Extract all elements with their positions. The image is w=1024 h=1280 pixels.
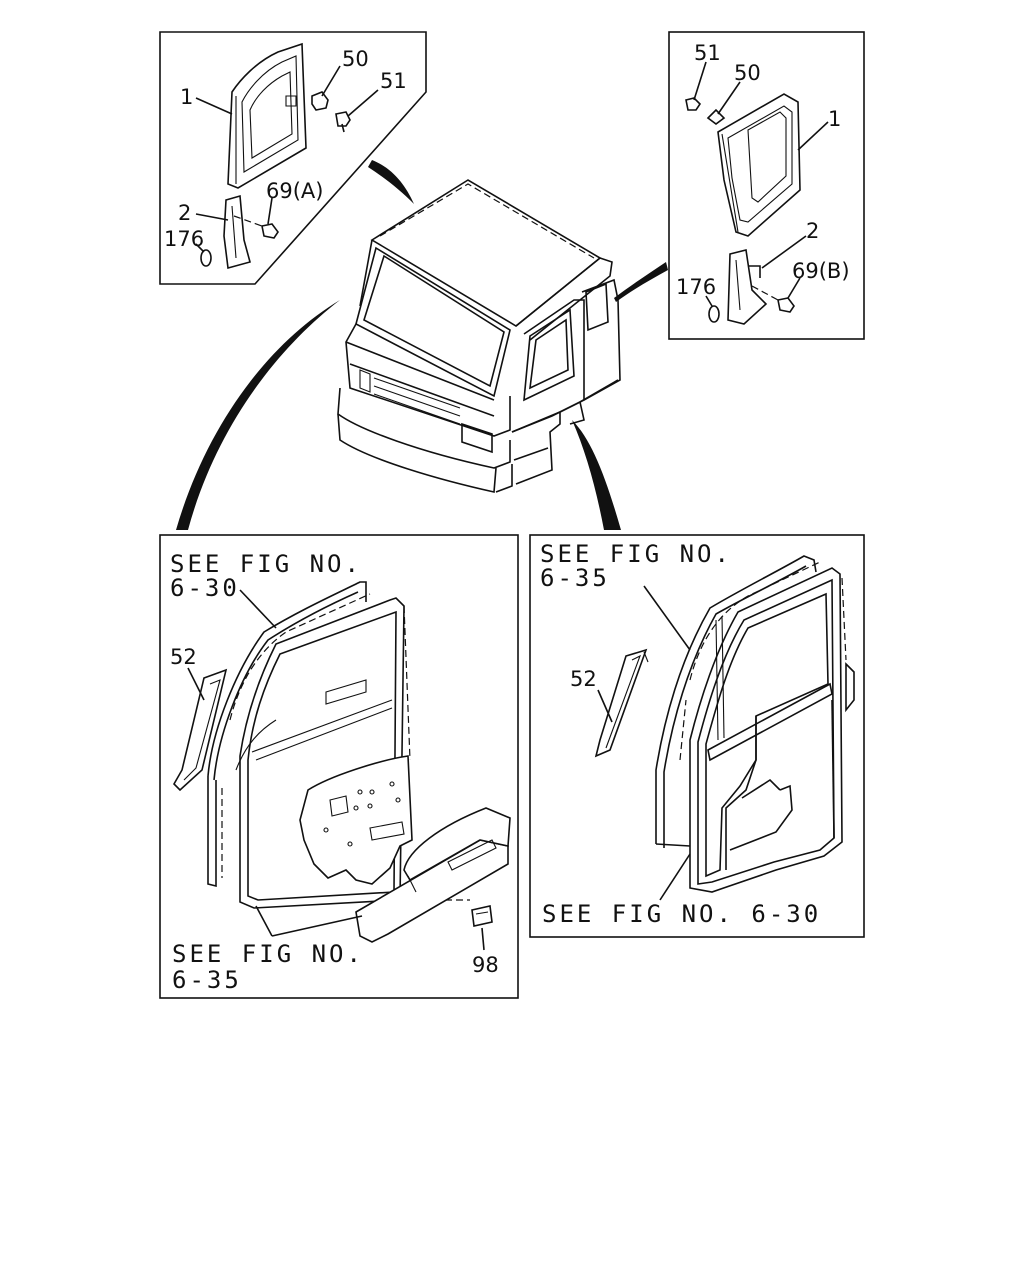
- label-tr-50: 50: [734, 61, 761, 85]
- clip-part-50: [311, 91, 329, 111]
- label-tr-176: 176: [676, 275, 716, 299]
- grommet-part-176: [200, 249, 212, 267]
- bottom-left-box: [159, 534, 519, 999]
- label-tr-51: 51: [694, 41, 721, 65]
- corner-panel-part: [227, 42, 307, 189]
- label-tl-69a: 69(A): [266, 179, 323, 203]
- grommet-part-176-right: [708, 305, 720, 323]
- label-tl-50: 50: [342, 47, 369, 71]
- top-left-panel: 1 50 51 2 176 69(A): [159, 31, 427, 285]
- label-tr-1: 1: [828, 107, 841, 131]
- bottom-right-box: [529, 534, 865, 938]
- wedge-bottom-left: [176, 300, 340, 530]
- ref-bl-top-line2: 6-30: [170, 574, 240, 602]
- weatherstrip-part-52: [173, 668, 228, 792]
- weatherstrip-part-52-right: [594, 648, 649, 758]
- label-bl-52: 52: [170, 645, 197, 669]
- ref-br-top-line1: SEE FIG NO.: [540, 540, 732, 568]
- label-tl-176: 176: [164, 227, 204, 251]
- top-left-box: [159, 31, 427, 285]
- corner-panel-part-right: [717, 93, 801, 237]
- top-right-box: [668, 31, 865, 340]
- ref-br-top-line2: 6-35: [540, 564, 610, 592]
- wedge-top-right: [614, 262, 668, 302]
- ref-bl-top-line1: SEE FIG NO.: [170, 550, 362, 578]
- wedge-bottom-right: [572, 420, 621, 530]
- callout-wedges: [176, 160, 668, 530]
- label-tl-51: 51: [380, 69, 407, 93]
- screw-part-69a: [261, 223, 279, 239]
- ref-bl-bottom-line2: 6-35: [172, 966, 242, 994]
- pillar-trim-part: [223, 194, 263, 270]
- top-right-panel: 51 50 1 2 176 69(B): [668, 31, 865, 340]
- door-inner-panel: [299, 755, 413, 885]
- bottom-left-panel: SEE FIG NO. 6-30 52 SEE FIG NO. 6-35 98: [159, 534, 519, 999]
- screw-part-51: [335, 111, 351, 133]
- label-tr-2: 2: [806, 219, 819, 243]
- label-tl-2: 2: [178, 201, 191, 225]
- ref-bl-bottom-line1: SEE FIG NO.: [172, 940, 364, 968]
- ref-br-bottom: SEE FIG NO. 6-30: [542, 900, 821, 928]
- label-tl-1: 1: [180, 85, 193, 109]
- bottom-right-panel: SEE FIG NO. 6-35 52 SEE FIG NO. 6-30: [529, 534, 865, 938]
- truck-cab-illustration: [337, 179, 621, 493]
- screw-part-51-right: [685, 97, 702, 111]
- label-br-52: 52: [570, 667, 597, 691]
- screw-part-69b: [777, 297, 795, 313]
- door-lower-trim: [355, 807, 511, 943]
- label-tr-69b: 69(B): [792, 259, 850, 283]
- pillar-trim-part-right: [727, 249, 779, 325]
- wedge-top-left: [368, 160, 414, 204]
- clip-part-50-right: [706, 108, 726, 125]
- door-seal-outlines-right: [655, 555, 855, 893]
- clip-part-98: [471, 905, 493, 927]
- label-bl-98: 98: [472, 953, 499, 977]
